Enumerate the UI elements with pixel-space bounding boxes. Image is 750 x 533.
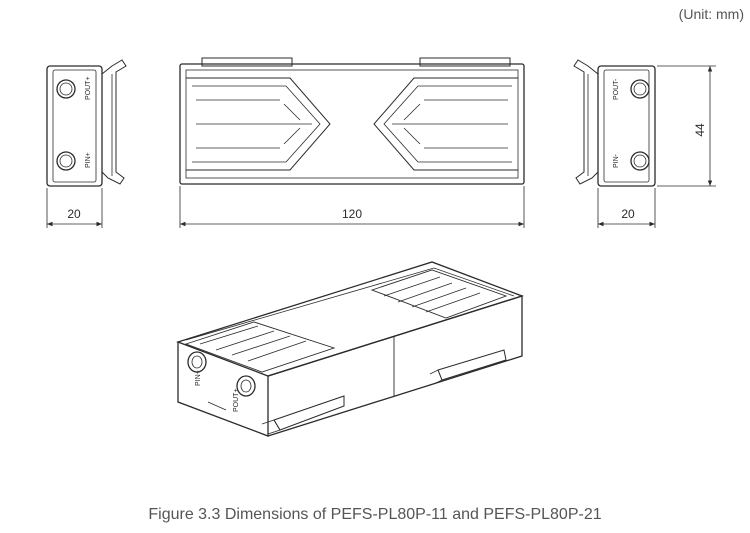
right-side-view: [573, 59, 656, 187]
left-width-value: 20: [67, 207, 81, 221]
unit-label: (Unit: mm): [678, 6, 744, 22]
pout-plus-label-left: POUT+: [85, 76, 92, 100]
pout-minus-label-right: POUT-: [613, 78, 620, 100]
right-width-dimension: [597, 188, 656, 228]
pin-plus-label-iso: PIN+: [195, 370, 202, 386]
pout-plus-label-iso: POUT+: [233, 388, 240, 412]
figure-caption: Figure 3.3 Dimensions of PEFS-PL80P-11 a…: [148, 506, 602, 523]
pin-minus-label-right: PIN-: [613, 153, 620, 168]
right-width-value: 20: [621, 207, 635, 221]
left-width-dimension: [46, 188, 103, 228]
front-view: [179, 57, 525, 185]
left-side-view: [46, 59, 127, 187]
front-length-dimension: [179, 186, 525, 228]
height-value: 44: [693, 123, 707, 137]
isometric-view: [176, 261, 524, 437]
height-dimension: [657, 65, 716, 187]
pin-plus-label-left: PIN+: [85, 152, 92, 168]
front-length-value: 120: [342, 207, 362, 221]
